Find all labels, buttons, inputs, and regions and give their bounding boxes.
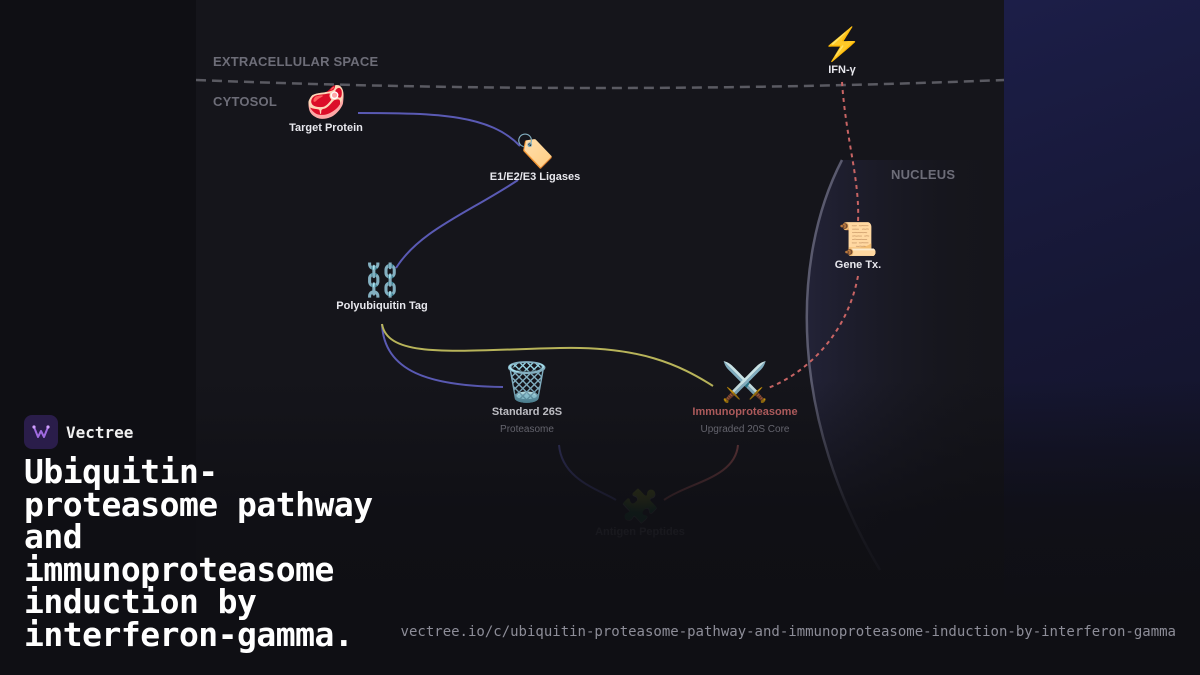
edge-target-to-ligases bbox=[357, 112, 521, 147]
node-label: Antigen Peptides bbox=[595, 526, 685, 538]
meat-icon: 🥩 bbox=[306, 84, 346, 120]
scroll-icon: 📜 bbox=[838, 221, 878, 257]
node-26s-proteasome[interactable]: 🗑️ Standard 26S Proteasome bbox=[492, 362, 562, 435]
node-polyubiquitin[interactable]: ⛓️ Polyubiquitin Tag bbox=[336, 262, 427, 312]
brand[interactable]: Vectree bbox=[24, 415, 133, 449]
node-label: Gene Tx. bbox=[834, 259, 882, 271]
node-target-protein[interactable]: 🥩 Target Protein bbox=[289, 84, 363, 134]
node-label: IFN-γ bbox=[828, 64, 856, 76]
crossed-swords-icon: ⚔️ bbox=[721, 362, 769, 404]
node-sublabel: Upgraded 20S Core bbox=[700, 424, 790, 435]
zone-label-cytosol: CYTOSOL bbox=[213, 94, 278, 109]
node-label: E1/E2/E3 Ligases bbox=[489, 171, 581, 183]
puzzle-piece-icon: 🧩 bbox=[620, 488, 660, 524]
edge-ligases-to-polyubiquitin bbox=[395, 179, 519, 269]
page-title: Ubiquitin-proteasome pathway and immunop… bbox=[24, 452, 373, 654]
node-label: Immunoproteasome bbox=[692, 406, 798, 418]
lightning-icon: ⚡ bbox=[822, 26, 862, 62]
trash-icon: 🗑️ bbox=[503, 362, 551, 404]
node-immunoproteasome[interactable]: ⚔️ Immunoproteasome Upgraded 20S Core bbox=[692, 362, 797, 435]
edge-ifn-to-genetx bbox=[841, 81, 860, 223]
node-label: Target Protein bbox=[289, 122, 363, 134]
edge-polyubiquitin-to-26s bbox=[381, 323, 504, 388]
zone-label-extracellular: EXTRACELLULAR SPACE bbox=[213, 54, 379, 69]
tag-icon: 🏷️ bbox=[515, 133, 555, 169]
edge-polyubiquitin-to-immunoproteasome bbox=[381, 323, 714, 387]
node-antigen-peptides[interactable]: 🧩 Antigen Peptides bbox=[595, 488, 685, 538]
node-label: Polyubiquitin Tag bbox=[336, 300, 428, 312]
zone-label-nucleus: NUCLEUS bbox=[891, 167, 956, 182]
node-sublabel: Proteasome bbox=[500, 424, 554, 435]
node-label: Standard 26S bbox=[491, 406, 563, 418]
node-gene-tx[interactable]: 📜 Gene Tx. bbox=[835, 221, 881, 271]
chain-icon: ⛓️ bbox=[362, 262, 402, 298]
vectree-logo-icon bbox=[24, 415, 58, 449]
node-ifn-gamma[interactable]: ⚡ IFN-γ bbox=[822, 26, 862, 76]
brand-name: Vectree bbox=[66, 422, 134, 442]
source-url[interactable]: vectree.io/c/ubiquitin-proteasome-pathwa… bbox=[400, 624, 1176, 640]
cell-membrane bbox=[195, 78, 1005, 90]
node-ligases[interactable]: 🏷️ E1/E2/E3 Ligases bbox=[490, 133, 581, 183]
